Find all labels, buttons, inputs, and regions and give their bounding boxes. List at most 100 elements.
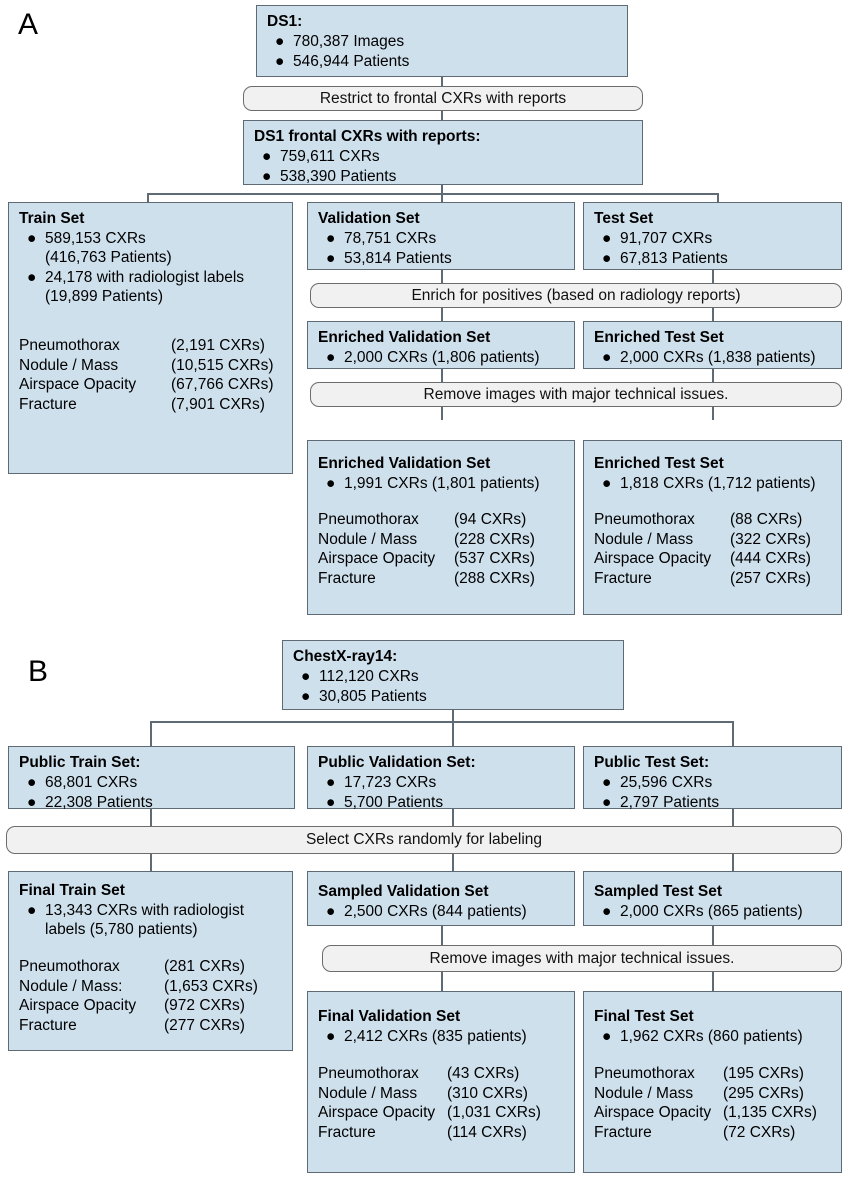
stats-row: Pneumothorax(43 CXRs)	[318, 1065, 520, 1082]
box-bullet-list: ●780,387 Images ●546,944 Patients	[267, 32, 617, 71]
stats-block: Pneumothorax(2,191 CXRs) Nodule / Mass(1…	[19, 336, 282, 414]
connector-line	[441, 308, 443, 321]
stats-row: Pneumothorax(94 CXRs)	[318, 511, 527, 528]
stats-row: Fracture(277 CXRs)	[19, 1016, 245, 1034]
process-label: Enrich for positives (based on radiology…	[411, 286, 741, 304]
list-item: ●2,000 CXRs (1,838 patients)	[602, 349, 816, 366]
connector-line	[150, 854, 152, 871]
box-title: Sampled Validation Set	[318, 883, 489, 900]
box-title: Public Train Set:	[19, 754, 141, 771]
box-bullet-list: ●2,000 CXRs (865 patients)	[594, 902, 831, 921]
stats-row: Nodule / Mass(228 CXRs)	[318, 530, 535, 548]
list-item: ●17,723 CXRs	[326, 774, 437, 791]
stats-row: Fracture(114 CXRs)	[318, 1123, 527, 1141]
connector-line	[441, 77, 443, 86]
list-item: ●2,000 CXRs (1,806 patients)	[326, 349, 540, 366]
stats-block: Pneumothorax(88 CXRs) Nodule / Mass(322 …	[594, 510, 831, 588]
stats-block: Pneumothorax(195 CXRs) Nodule / Mass(295…	[594, 1064, 831, 1142]
box-bullet-list: ●1,818 CXRs (1,712 patients)	[594, 474, 831, 493]
stats-row: Nodule / Mass(295 CXRs)	[594, 1084, 804, 1102]
bullet-icon: ●	[262, 148, 272, 165]
stats-block: Pneumothorax(281 CXRs) Nodule / Mass:(1,…	[19, 957, 282, 1035]
connector-line	[150, 721, 732, 723]
connector-line	[147, 193, 149, 203]
box-bullet-list: ●17,723 CXRs ●5,700 Patients	[318, 773, 564, 812]
connector-line	[452, 809, 454, 826]
bullet-icon: ●	[326, 903, 336, 920]
stats-row: Airspace Opacity(67,766 CXRs)	[19, 376, 274, 393]
stats-row: Airspace Opacity(1,031 CXRs)	[318, 1104, 541, 1121]
box-test-set: Test Set ●91,707 CXRs ●67,813 Patients	[583, 202, 842, 270]
connector-line	[452, 854, 454, 871]
connector-line	[452, 721, 454, 746]
box-public-test-set: Public Test Set: ●25,596 CXRs ●2,797 Pat…	[583, 746, 842, 811]
connector-line	[712, 270, 714, 283]
bullet-icon: ●	[262, 168, 272, 185]
process-enrich-positives: Enrich for positives (based on radiology…	[310, 283, 842, 308]
connector-line	[452, 710, 454, 722]
box-public-validation-set: Public Validation Set: ●17,723 CXRs ●5,7…	[307, 746, 575, 812]
connector-line	[441, 407, 443, 420]
box-chestxray14-source: ChestX-ray14: ●112,120 CXRs ●30,805 Pati…	[282, 640, 624, 710]
list-item: ●24,178 with radiologist labels(19,899 P…	[27, 269, 245, 305]
box-title: Enriched Validation Set	[318, 455, 491, 472]
bullet-icon: ●	[27, 269, 37, 286]
connector-line	[441, 926, 443, 945]
list-item: ●538,390 Patients	[262, 168, 397, 185]
box-enriched-test-set: Enriched Test Set ●2,000 CXRs (1,838 pat…	[583, 321, 842, 369]
list-item: ●1,818 CXRs (1,712 patients)	[602, 475, 816, 492]
list-item: ●780,387 Images	[275, 33, 405, 50]
box-bullet-list: ●78,751 CXRs ●53,814 Patients	[318, 229, 564, 268]
stats-row: Airspace Opacity(537 CXRs)	[318, 550, 535, 567]
process-select-random: Select CXRs randomly for labeling	[6, 826, 842, 854]
bullet-icon: ●	[326, 250, 336, 267]
box-bullet-list: ●1,962 CXRs (860 patients)	[594, 1027, 831, 1046]
box-title: Public Validation Set:	[318, 754, 476, 771]
box-title: Enriched Validation Set	[318, 329, 491, 346]
bullet-icon: ●	[27, 902, 37, 919]
process-label: Restrict to frontal CXRs with reports	[319, 89, 567, 107]
list-item: ●22,308 Patients	[27, 794, 153, 811]
box-bullet-list: ●91,707 CXRs ●67,813 Patients	[594, 229, 831, 268]
stats-row: Pneumothorax(281 CXRs)	[19, 958, 245, 975]
connector-line	[712, 308, 714, 321]
bullet-icon: ●	[602, 475, 612, 492]
stats-row: Fracture(257 CXRs)	[594, 569, 811, 587]
box-validation-set: Validation Set ●78,751 CXRs ●53,814 Pati…	[307, 202, 575, 270]
box-bullet-list: ●68,801 CXRs ●22,308 Patients	[19, 773, 284, 812]
connector-line	[732, 721, 734, 746]
box-bullet-list: ●2,000 CXRs (1,806 patients)	[318, 348, 564, 367]
list-item: ●546,944 Patients	[275, 53, 410, 70]
connector-line	[717, 193, 719, 203]
connector-line	[147, 193, 719, 195]
stats-row: Nodule / Mass(310 CXRs)	[318, 1084, 528, 1102]
box-bullet-list: ●1,991 CXRs (1,801 patients)	[318, 474, 564, 493]
bullet-icon: ●	[326, 230, 336, 247]
bullet-icon: ●	[602, 250, 612, 267]
bullet-icon: ●	[602, 794, 612, 811]
stats-row: Pneumothorax(88 CXRs)	[594, 511, 803, 528]
box-title: ChestX-ray14:	[293, 648, 398, 665]
list-item: ●112,120 CXRs	[301, 668, 419, 685]
bullet-icon: ●	[326, 794, 336, 811]
stats-row: Nodule / Mass(10,515 CXRs)	[19, 356, 274, 374]
stats-row: Airspace Opacity(972 CXRs)	[19, 997, 245, 1014]
list-item: ●5,700 Patients	[326, 794, 444, 811]
bullet-icon: ●	[602, 1028, 612, 1045]
connector-line	[441, 972, 443, 991]
list-item: ●53,814 Patients	[326, 250, 452, 267]
bullet-icon: ●	[301, 688, 311, 705]
box-bullet-list: ●112,120 CXRs ●30,805 Patients	[293, 667, 613, 706]
connector-line	[441, 270, 443, 283]
bullet-icon: ●	[326, 349, 336, 366]
connector-line	[150, 809, 152, 826]
connector-line	[712, 407, 714, 420]
process-label: Select CXRs randomly for labeling	[305, 831, 543, 848]
box-title: DS1:	[267, 13, 303, 30]
list-item: ●67,813 Patients	[602, 250, 728, 267]
box-title: Public Test Set:	[594, 754, 710, 771]
box-sampled-test-set: Sampled Test Set ●2,000 CXRs (865 patien…	[583, 871, 842, 926]
box-title: Test Set	[594, 210, 654, 227]
